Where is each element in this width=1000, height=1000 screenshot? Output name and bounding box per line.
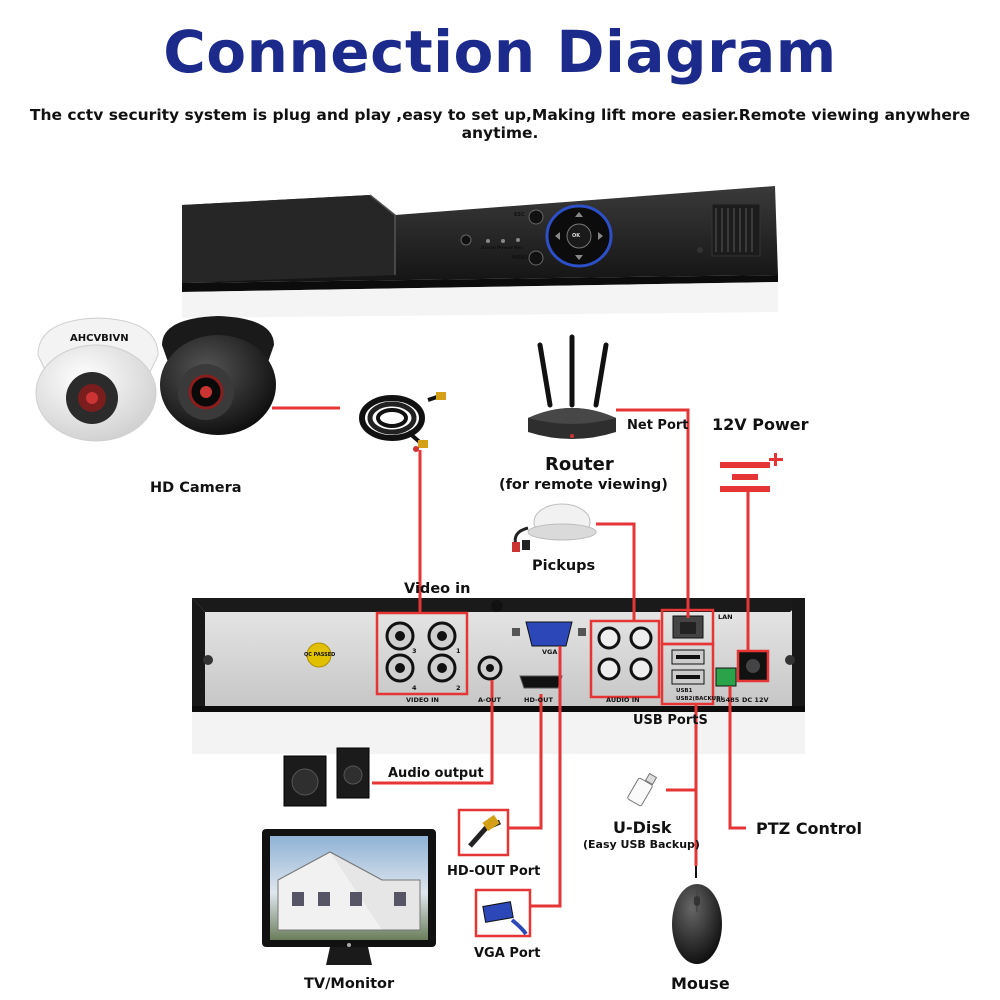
- channel-number-2: 2: [456, 684, 461, 692]
- router-title: Router: [545, 454, 614, 475]
- wire-pickup-audio: [596, 522, 636, 621]
- vga-connector: [474, 888, 532, 938]
- alarm-led-text: Alarm: [481, 246, 496, 251]
- power-symbol: [720, 453, 783, 492]
- rs485-label: RS485: [716, 696, 740, 704]
- dvr-back-panel: [192, 598, 805, 754]
- usb1-label: USB1: [676, 688, 693, 694]
- channel-number-1: 1: [456, 647, 461, 655]
- diagram-title: Connection Diagram: [163, 18, 837, 86]
- aout-port-label: A-OUT: [478, 696, 501, 704]
- mouse-device: [672, 866, 722, 964]
- router-subtitle: (for remote viewing): [499, 477, 668, 493]
- camera-brand-text: AHCVBIVN: [70, 333, 129, 344]
- lan-port-label: LAN: [718, 613, 733, 621]
- diagram-subtitle: The cctv security system is plug and pla…: [29, 106, 971, 142]
- hd-camera-black: [160, 316, 276, 435]
- wire-rs485-ptz: [728, 686, 746, 830]
- qc-sticker-text: QC PASSED: [304, 652, 336, 658]
- hd-camera-white: [35, 317, 159, 442]
- pickups-label: Pickups: [532, 558, 596, 574]
- connection-wires: [272, 406, 750, 908]
- router-device: [528, 334, 616, 439]
- bnc-cable-coil: [359, 392, 446, 452]
- rec-led-text: Rec: [514, 246, 524, 251]
- udisk-device: [627, 772, 658, 807]
- udisk-sublabel: (Easy USB Backup): [583, 838, 700, 851]
- pickup-device: [512, 503, 597, 552]
- ok-button-text: OK: [572, 233, 581, 239]
- hdout-port-label: HD-OUT Port: [447, 864, 541, 879]
- menu-button-text: MENU: [512, 255, 529, 261]
- wire-aout-speaker: [372, 680, 494, 785]
- vga-port-label: VGA Port: [474, 946, 541, 961]
- hdmi-connector: [457, 808, 510, 857]
- video-in-title: Video in: [404, 581, 471, 597]
- hd-camera-label: HD Camera: [150, 480, 242, 496]
- dvr-front-device: [182, 186, 778, 318]
- wire-hdout: [508, 694, 543, 830]
- speakers-device: [283, 747, 370, 807]
- hdout-port-text: HD-OUT: [524, 696, 553, 704]
- mouse-label: Mouse: [671, 974, 730, 993]
- vga-port-text: VGA: [542, 648, 558, 656]
- esc-button-text: ESC: [514, 212, 525, 218]
- channel-number-3: 3: [412, 647, 417, 655]
- audio-output-label: Audio output: [388, 766, 484, 781]
- tv-monitor: [262, 829, 436, 965]
- wire-vga: [530, 646, 562, 908]
- channel-number-4: 4: [412, 684, 417, 692]
- dc12v-label: DC 12V: [742, 696, 769, 704]
- net-port-label: Net Port: [627, 418, 689, 433]
- audio-in-port-label: AUDIO IN: [606, 696, 640, 704]
- usb-ports-title: USB PortS: [633, 713, 708, 728]
- usb2-label: USB2(BACKUP): [676, 696, 723, 702]
- video-in-port-label: VIDEO IN: [406, 696, 439, 704]
- wire-router-lan: [616, 408, 690, 618]
- ptz-control-label: PTZ Control: [756, 819, 862, 838]
- udisk-label: U-Disk: [613, 818, 672, 837]
- power-led-text: Power: [497, 246, 513, 251]
- tv-monitor-label: TV/Monitor: [304, 976, 395, 992]
- power-label: 12V Power: [712, 415, 809, 434]
